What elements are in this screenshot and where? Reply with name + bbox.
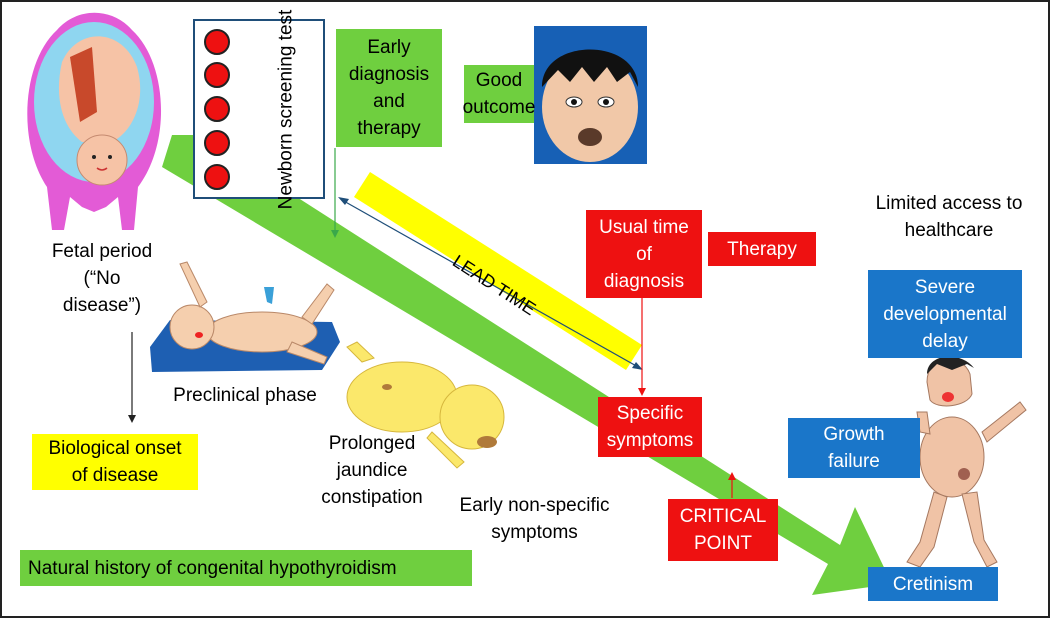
natural-history-arrow <box>162 135 892 595</box>
lead-time-band <box>354 172 642 370</box>
growth-failure-box: Growth failure <box>788 418 920 478</box>
fetus-in-womb-illustration <box>27 12 162 230</box>
specific-symptoms-box: Specific symptoms <box>598 397 702 457</box>
screening-dots <box>204 29 230 190</box>
severe-delay-box: Severe developmental delay <box>868 270 1022 358</box>
lead-time-arrowhead-right <box>632 362 643 370</box>
jaundice-label: Prolonged jaundice constipation <box>321 433 423 508</box>
cretinism-box: Cretinism <box>868 567 998 601</box>
lead-time-arrow <box>341 199 639 368</box>
critical-point-arrowhead <box>728 472 736 480</box>
early-nonspecific-label: Early non-specific symptoms <box>459 495 610 543</box>
jaundiced-infant-illustration <box>346 341 505 469</box>
early-diagnosis-box: Early diagnosis and therapy <box>336 29 442 147</box>
biological-onset-box: Biological onset of disease <box>32 434 198 490</box>
good-outcome-box: Good outcome <box>463 65 535 123</box>
preclinical-phase-label: Preclinical phase <box>173 385 317 406</box>
diagram-title-box: Natural history of congenital hypothyroi… <box>20 550 472 586</box>
newborn-screening-label: Newborn screening test <box>275 9 297 210</box>
diagnosis-arrowhead <box>638 388 646 396</box>
infant-on-mat-illustration <box>150 261 340 372</box>
child-with-cretinism-illustration <box>906 356 1027 568</box>
critical-point-box: CRITICAL POINT <box>668 499 778 561</box>
therapy-box: Therapy <box>708 232 816 266</box>
limited-access-label: Limited access to healthcare <box>875 193 1023 241</box>
usual-time-box: Usual time of diagnosis <box>586 210 702 298</box>
onset-arrowhead <box>128 415 136 423</box>
lead-time-arrowhead-left <box>338 197 349 205</box>
crying-child-face-illustration <box>534 26 647 164</box>
screening-line-arrowhead <box>331 230 339 238</box>
fetal-period-label: Fetal period (“No disease”) <box>51 241 153 316</box>
